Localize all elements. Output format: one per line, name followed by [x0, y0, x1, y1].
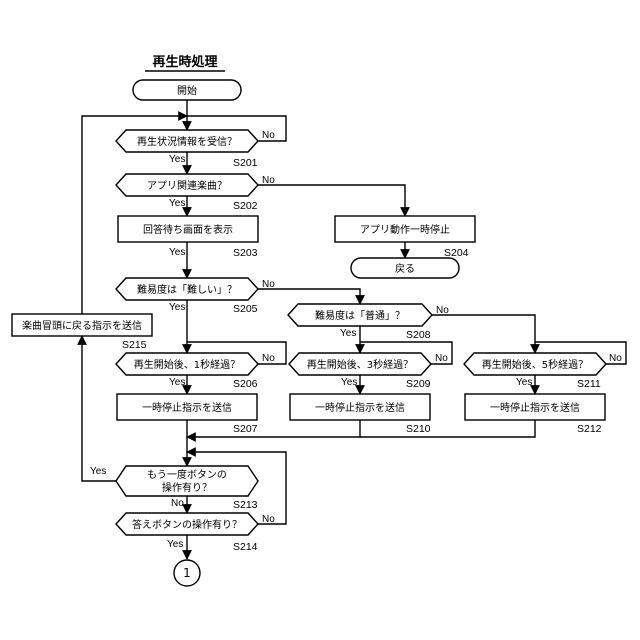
s204-label: アプリ動作一時停止	[360, 223, 450, 236]
s209-step: S209	[406, 378, 431, 390]
s202-yes-label: Yes	[169, 198, 185, 209]
s209-yes-label: Yes	[341, 377, 357, 388]
edge-s202-no	[258, 185, 405, 216]
edge-s210-merge	[187, 420, 360, 437]
s212-label: 一時停止指示を送信	[490, 401, 580, 414]
s210-step: S210	[406, 423, 431, 435]
return-label: 戻る	[395, 262, 415, 275]
edge-s208-no	[432, 315, 535, 353]
s206-no-label: No	[262, 353, 275, 364]
edge-s205-no	[258, 289, 360, 304]
s202-step: S202	[233, 200, 258, 212]
s207-label: 一時停止指示を送信	[142, 401, 232, 414]
s201-step: S201	[233, 157, 258, 169]
connector-label: 1	[183, 566, 191, 580]
s205-no-label: No	[262, 279, 275, 290]
s206-yes-label: Yes	[169, 377, 185, 388]
s208-yes-label: Yes	[340, 328, 356, 339]
s210-label: 一時停止指示を送信	[315, 401, 405, 414]
s201-no-label: No	[262, 130, 275, 141]
chart-title: 再生時処理	[152, 54, 217, 70]
s205-step: S205	[233, 303, 258, 315]
s212-step: S212	[577, 423, 602, 435]
s211-yes-label: Yes	[516, 377, 532, 388]
s213-step: S213	[233, 499, 258, 511]
s208-step: S208	[406, 329, 431, 341]
s214-yes-label: Yes	[167, 539, 183, 550]
s213-label-line2: 操作有り？	[162, 481, 212, 494]
edge-s213-yes	[82, 336, 116, 481]
s214-no-label: No	[262, 514, 275, 525]
s202-label: アプリ関連楽曲？	[147, 179, 227, 192]
s215-step: S215	[122, 339, 147, 351]
s206-step: S206	[233, 378, 258, 390]
s204-step: S204	[444, 247, 469, 259]
s203-yes-label: Yes	[169, 247, 185, 258]
s208-label: 難易度は「普通」？	[315, 309, 405, 322]
s211-no-label: No	[609, 353, 622, 364]
s203-step: S203	[233, 247, 258, 259]
s209-no-label: No	[435, 353, 448, 364]
s205-yes-label: Yes	[169, 302, 185, 313]
s214-label: 答えボタンの操作有り？	[132, 518, 242, 531]
s213-label-line1: もう一度ボタンの	[147, 468, 227, 481]
s211-label: 再生開始後、5秒経過？	[482, 358, 588, 371]
s202-no-label: No	[262, 175, 275, 186]
s205-label: 難易度は「難しい」？	[137, 283, 237, 296]
s209-label: 再生開始後、3秒経過？	[307, 358, 413, 371]
s215-label: 楽曲冒頭に戻る指示を送信	[22, 319, 142, 332]
edge-s212-merge	[360, 420, 535, 437]
start-label: 開始	[177, 84, 197, 97]
s203-label: 回答待ち画面を表示	[143, 223, 233, 236]
s213-no-label: No	[171, 498, 184, 509]
s208-no-label: No	[436, 305, 449, 316]
s214-step: S214	[233, 541, 258, 553]
s201-label: 再生状況情報を受信？	[137, 135, 237, 148]
s211-step: S211	[577, 378, 601, 390]
s206-label: 再生開始後、1秒経過？	[134, 358, 240, 371]
s213-yes-label: Yes	[90, 466, 106, 477]
s201-yes-label: Yes	[169, 154, 185, 165]
s207-step: S207	[233, 423, 258, 435]
